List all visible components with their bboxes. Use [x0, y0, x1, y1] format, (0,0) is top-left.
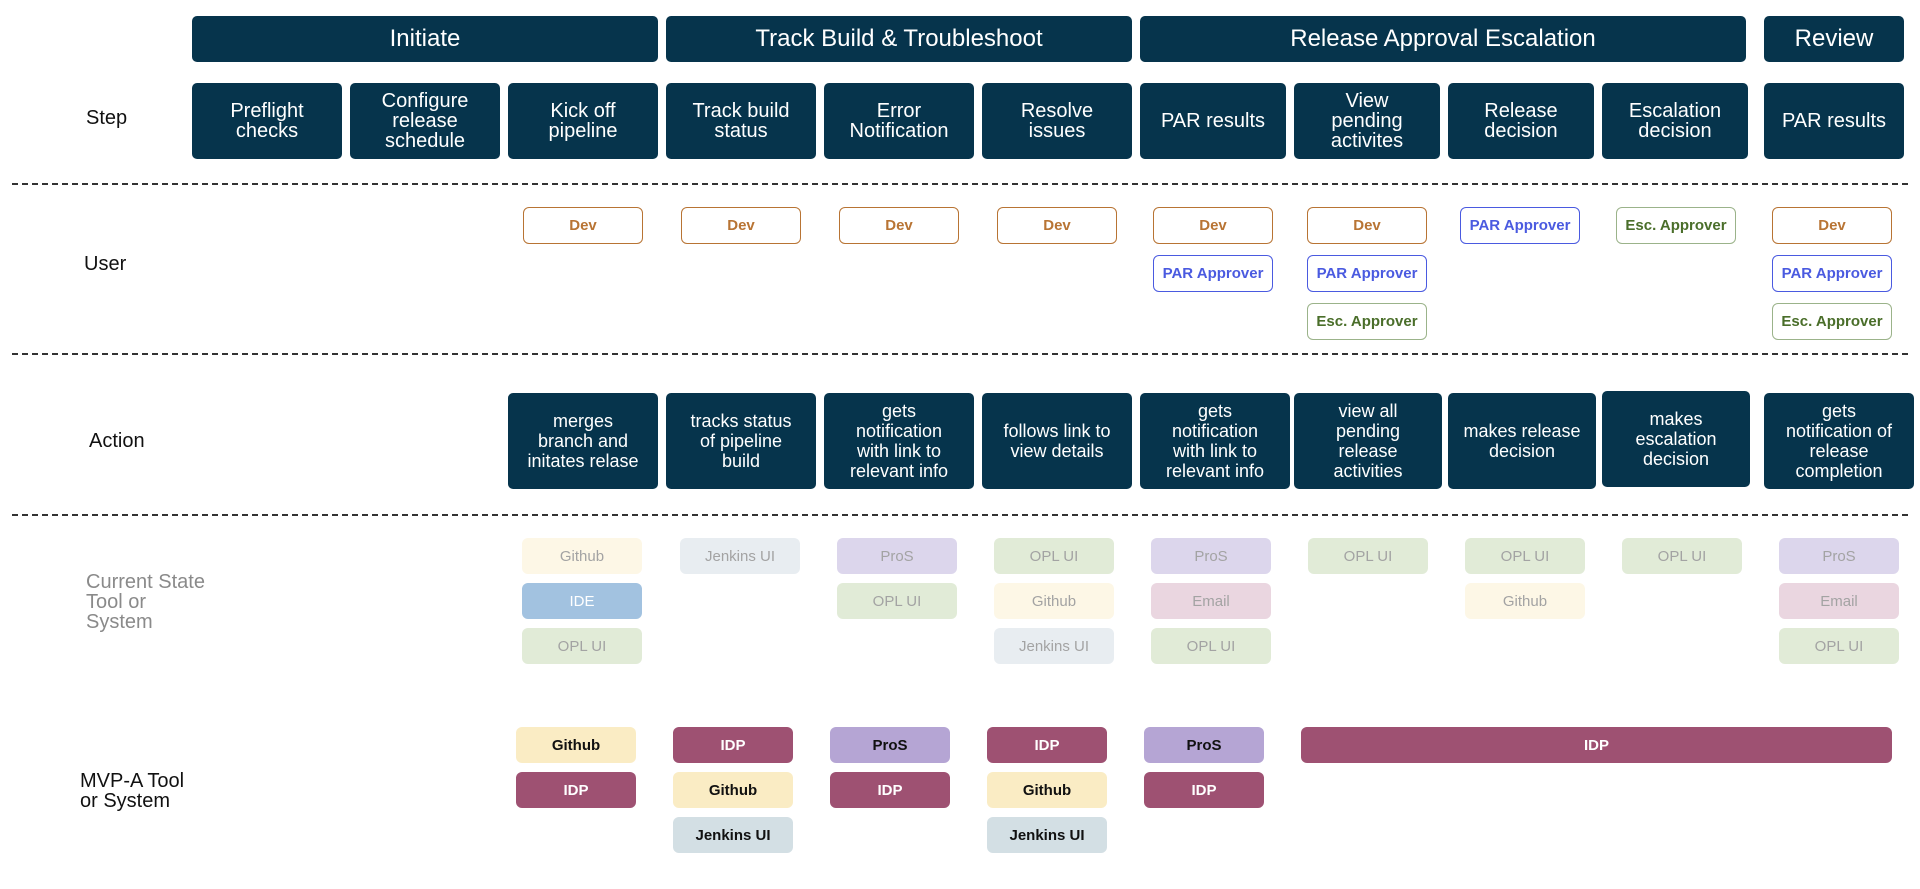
mvp-tool-github: Github	[673, 772, 793, 808]
current-tool-jenkins-ui: Jenkins UI	[680, 538, 800, 574]
current-tool-opl-ui: OPL UI	[1465, 538, 1585, 574]
user-esc-approver: Esc. Approver	[1307, 303, 1427, 340]
action-gets-notification-par: gets notification with link to relevant …	[1140, 393, 1290, 489]
divider-step-user	[12, 183, 1908, 185]
phase-track-build: Track Build & Troubleshoot	[666, 16, 1132, 62]
step-resolve-issues: Resolve issues	[982, 83, 1132, 159]
action-makes-release-decision: makes release decision	[1448, 393, 1596, 489]
current-tool-github: Github	[1465, 583, 1585, 619]
mvp-tool-github: Github	[987, 772, 1107, 808]
step-configure-release-schedule: Configure release schedule	[350, 83, 500, 159]
mvp-tool-pros: ProS	[1144, 727, 1264, 763]
current-tool-ide: IDE	[522, 583, 642, 619]
action-view-pending: view all pending release activities	[1294, 393, 1442, 489]
current-tool-pros: ProS	[1151, 538, 1271, 574]
mvp-tool-pros: ProS	[830, 727, 950, 763]
user-esc-approver: Esc. Approver	[1772, 303, 1892, 340]
row-label-step: Step	[86, 107, 128, 129]
mvp-tool-jenkins-ui: Jenkins UI	[987, 817, 1107, 853]
mvp-tool-github: Github	[516, 727, 636, 763]
phase-release-approval: Release Approval Escalation	[1140, 16, 1746, 62]
current-tool-jenkins-ui: Jenkins UI	[994, 628, 1114, 664]
current-tool-email: Email	[1779, 583, 1899, 619]
row-label-mvp-tool: MVP-A Tool or System	[80, 770, 185, 812]
step-view-pending-activities: View pending activites	[1294, 83, 1440, 159]
current-tool-opl-ui: OPL UI	[1622, 538, 1742, 574]
user-dev: Dev	[997, 207, 1117, 244]
user-esc-approver: Esc. Approver	[1616, 207, 1736, 244]
mvp-tool-idp: IDP	[516, 772, 636, 808]
action-merges-branch: merges branch and initates relase	[508, 393, 658, 489]
mvp-tool-idp: IDP	[673, 727, 793, 763]
step-kick-off-pipeline: Kick off pipeline	[508, 83, 658, 159]
mvp-tool-idp-span: IDP	[1301, 727, 1892, 763]
user-dev: Dev	[839, 207, 959, 244]
step-release-decision: Release decision	[1448, 83, 1594, 159]
user-dev: Dev	[1772, 207, 1892, 244]
current-tool-opl-ui: OPL UI	[522, 628, 642, 664]
current-tool-pros: ProS	[1779, 538, 1899, 574]
step-preflight-checks: Preflight checks	[192, 83, 342, 159]
user-dev: Dev	[1153, 207, 1273, 244]
action-gets-completion-notification: gets notification of release completion	[1764, 393, 1914, 489]
row-label-action: Action	[89, 430, 145, 452]
current-tool-opl-ui: OPL UI	[1151, 628, 1271, 664]
step-par-results: PAR results	[1140, 83, 1286, 159]
row-label-user: User	[84, 253, 127, 275]
divider-user-action	[12, 353, 1908, 355]
step-error-notification: Error Notification	[824, 83, 974, 159]
mvp-tool-idp: IDP	[1144, 772, 1264, 808]
phase-review: Review	[1764, 16, 1904, 62]
step-track-build-status: Track build status	[666, 83, 816, 159]
step-escalation-decision: Escalation decision	[1602, 83, 1748, 159]
current-tool-email: Email	[1151, 583, 1271, 619]
user-dev: Dev	[681, 207, 801, 244]
phase-initiate: Initiate	[192, 16, 658, 62]
user-par-approver: PAR Approver	[1460, 207, 1580, 244]
user-dev: Dev	[523, 207, 643, 244]
current-tool-opl-ui: OPL UI	[1308, 538, 1428, 574]
current-tool-opl-ui: OPL UI	[1779, 628, 1899, 664]
mvp-tool-idp: IDP	[830, 772, 950, 808]
user-par-approver: PAR Approver	[1153, 255, 1273, 292]
action-makes-escalation-decision: makes escalation decision	[1602, 391, 1750, 487]
current-tool-pros: ProS	[837, 538, 957, 574]
user-dev: Dev	[1307, 207, 1427, 244]
action-tracks-status: tracks status of pipeline build	[666, 393, 816, 489]
mvp-tool-jenkins-ui: Jenkins UI	[673, 817, 793, 853]
mvp-tool-idp: IDP	[987, 727, 1107, 763]
current-tool-github: Github	[522, 538, 642, 574]
current-tool-opl-ui: OPL UI	[994, 538, 1114, 574]
current-tool-opl-ui: OPL UI	[837, 583, 957, 619]
current-tool-github: Github	[994, 583, 1114, 619]
action-gets-notification: gets notification with link to relevant …	[824, 393, 974, 489]
user-par-approver: PAR Approver	[1307, 255, 1427, 292]
step-review-par-results: PAR results	[1764, 83, 1904, 159]
action-follows-link: follows link to view details	[982, 393, 1132, 489]
user-par-approver: PAR Approver	[1772, 255, 1892, 292]
divider-action-tools	[12, 514, 1908, 516]
row-label-current-tool: Current State Tool or System	[86, 571, 205, 633]
